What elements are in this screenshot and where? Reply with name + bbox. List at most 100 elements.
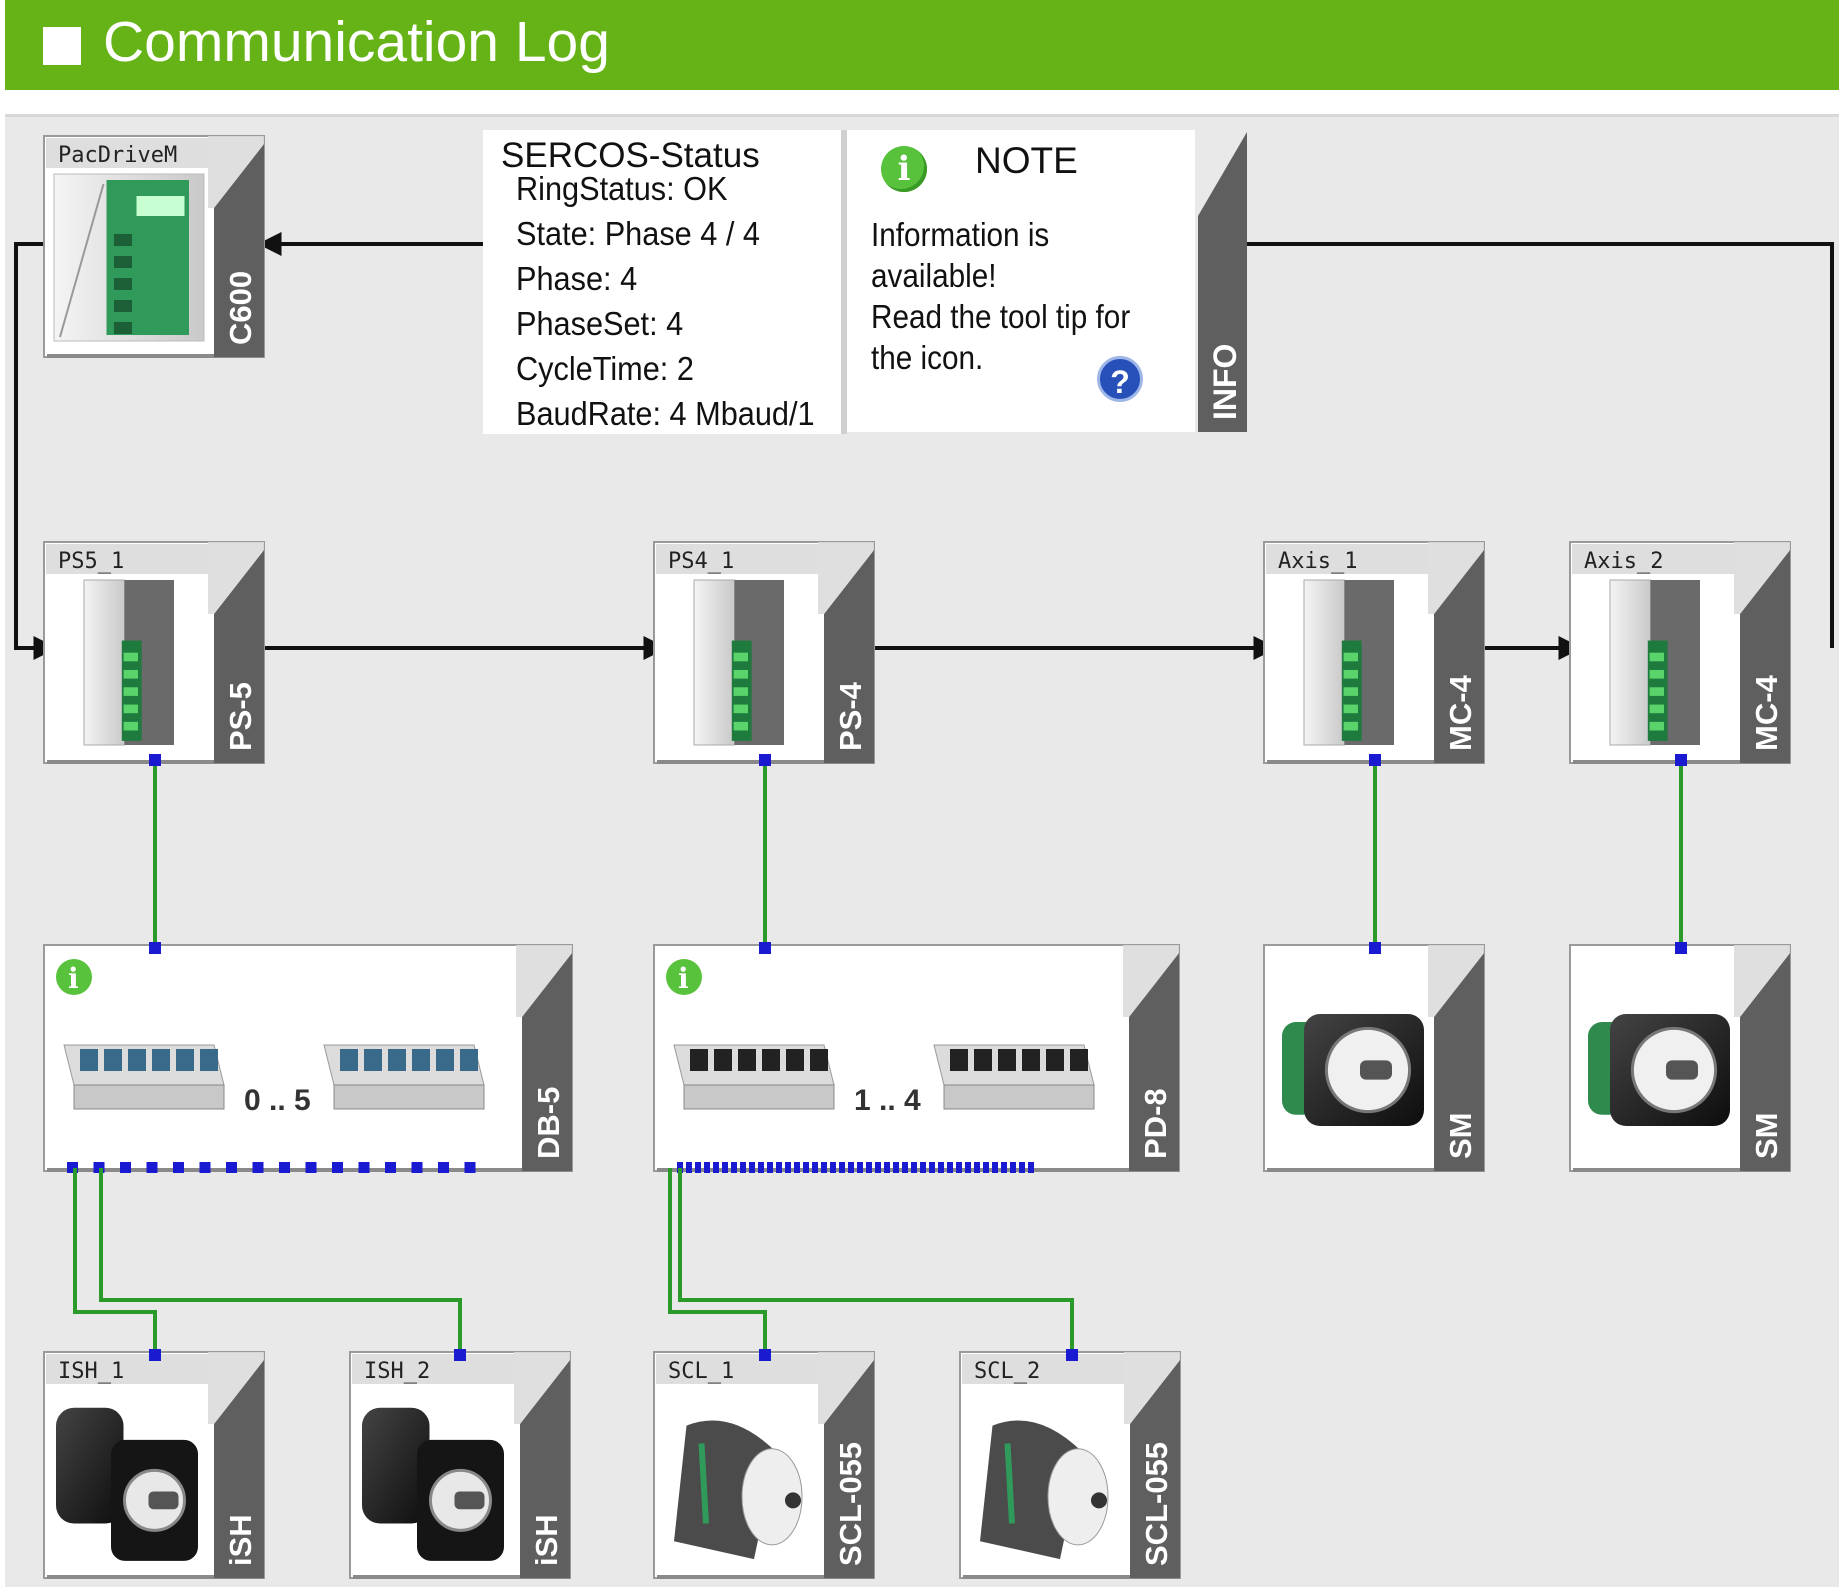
bus-connector-dot	[938, 1162, 944, 1173]
device-type-label: DB-5	[531, 1087, 566, 1159]
device-type-tab	[824, 1360, 874, 1578]
device-tab-bevel	[514, 1352, 570, 1424]
note-line: available!	[871, 257, 997, 294]
status-line: State: Phase 4 / 4	[516, 215, 760, 252]
device-type-tab	[214, 550, 264, 763]
motor-body	[56, 1407, 124, 1524]
drive-led	[733, 652, 748, 662]
device-type-tab	[1434, 550, 1484, 763]
device-sm1[interactable]: SM	[1263, 944, 1485, 1172]
device-db5[interactable]: DB-5 0 .. 5 i	[43, 944, 573, 1173]
unit-socket	[974, 1049, 992, 1071]
controller-port	[114, 322, 132, 334]
unit-socket	[1046, 1049, 1064, 1071]
help-icon[interactable]: ?	[1097, 356, 1143, 402]
device-name-bar	[46, 1354, 208, 1384]
bus-connector-dot	[866, 1162, 872, 1173]
device-type-label: iSH	[529, 1514, 564, 1566]
drive-icon	[1303, 579, 1394, 746]
device-name-bar	[656, 1354, 818, 1384]
bus-connector-dot	[848, 1162, 854, 1173]
device-sm2[interactable]: SM	[1569, 944, 1791, 1172]
drive-body	[693, 579, 735, 746]
bus-connector-dot	[358, 1162, 370, 1173]
bus-wire	[678, 1168, 1074, 1355]
unit-front	[333, 1084, 485, 1110]
info-tab[interactable]: INFO	[1198, 132, 1247, 432]
bus-connector	[759, 1349, 771, 1361]
note-line: Information is	[871, 216, 1050, 253]
page-title: Communication Log	[103, 10, 610, 74]
bus-connector-dot	[740, 1162, 746, 1173]
info-icon[interactable]: i	[881, 146, 927, 192]
device-type-tab	[1129, 953, 1179, 1171]
scl-motor-icon	[674, 1420, 803, 1560]
drive-led	[123, 669, 138, 679]
device-shadow	[47, 354, 264, 358]
drive-led	[1343, 652, 1358, 662]
drive-led	[123, 704, 138, 714]
device-name-label: SCL_1	[668, 1359, 734, 1384]
unit-front	[683, 1084, 835, 1110]
bus-connector-dot	[902, 1162, 908, 1173]
device-type-tab	[520, 1360, 570, 1578]
sm-shaft	[1360, 1060, 1392, 1080]
device-shadow	[353, 1575, 570, 1579]
bus-connector-dot	[226, 1162, 237, 1173]
device-tab-bevel	[818, 542, 874, 614]
bus-connector-dot	[983, 1162, 989, 1173]
note-line: Read the tool tip for	[871, 298, 1131, 335]
bus-connector-dot	[722, 1162, 728, 1173]
bus-connector-dot	[385, 1162, 396, 1173]
bus-connector	[149, 1349, 161, 1361]
unit-socket	[436, 1049, 454, 1071]
device-type-tab	[1740, 953, 1790, 1171]
unit-socket	[80, 1049, 98, 1071]
info-icon[interactable]: i	[666, 959, 702, 995]
device-name-bar	[352, 1354, 514, 1384]
bus-connector-dot	[173, 1162, 184, 1173]
drive-led	[123, 721, 138, 731]
bus-connector-dot	[911, 1162, 917, 1173]
drive-led	[1649, 721, 1664, 731]
unit-socket	[388, 1049, 406, 1071]
scl-board	[1004, 1443, 1015, 1524]
drive-led	[1649, 652, 1664, 662]
distribution-box-icon: 1 .. 4	[673, 1044, 1095, 1173]
bus-connector-dot	[785, 1162, 791, 1173]
device-tab-bevel	[1123, 945, 1179, 1017]
bus-connector-dot	[279, 1162, 290, 1173]
status-line: Phase: 4	[516, 260, 638, 297]
bus-connector-dot	[1028, 1162, 1034, 1173]
device-pd8[interactable]: PD-81 .. 4i	[653, 944, 1180, 1173]
device-name-label: Axis_1	[1278, 549, 1357, 574]
device-shadow	[657, 1575, 874, 1579]
unit-socket	[128, 1049, 146, 1071]
drive-icon	[1609, 579, 1700, 746]
bus-connector-dot	[677, 1162, 683, 1173]
bus-connector-dot	[875, 1162, 881, 1173]
device-type-tab	[214, 1360, 264, 1578]
motor-icon	[362, 1407, 504, 1561]
distribution-unit	[323, 1044, 485, 1110]
scl-shaft	[1091, 1492, 1107, 1509]
device-tab-bevel	[1734, 945, 1790, 1017]
info-icon[interactable]: i	[56, 959, 92, 995]
device-shadow	[1267, 1168, 1484, 1172]
header-bar: Communication Log	[5, 0, 1839, 90]
distribution-box-icon: 0 .. 5	[63, 1044, 485, 1173]
drive-led	[1649, 687, 1664, 696]
device-type-label: C600	[223, 271, 258, 345]
unit-socket	[412, 1049, 430, 1071]
device-type-tab	[214, 144, 264, 357]
unit-socket	[104, 1049, 122, 1071]
